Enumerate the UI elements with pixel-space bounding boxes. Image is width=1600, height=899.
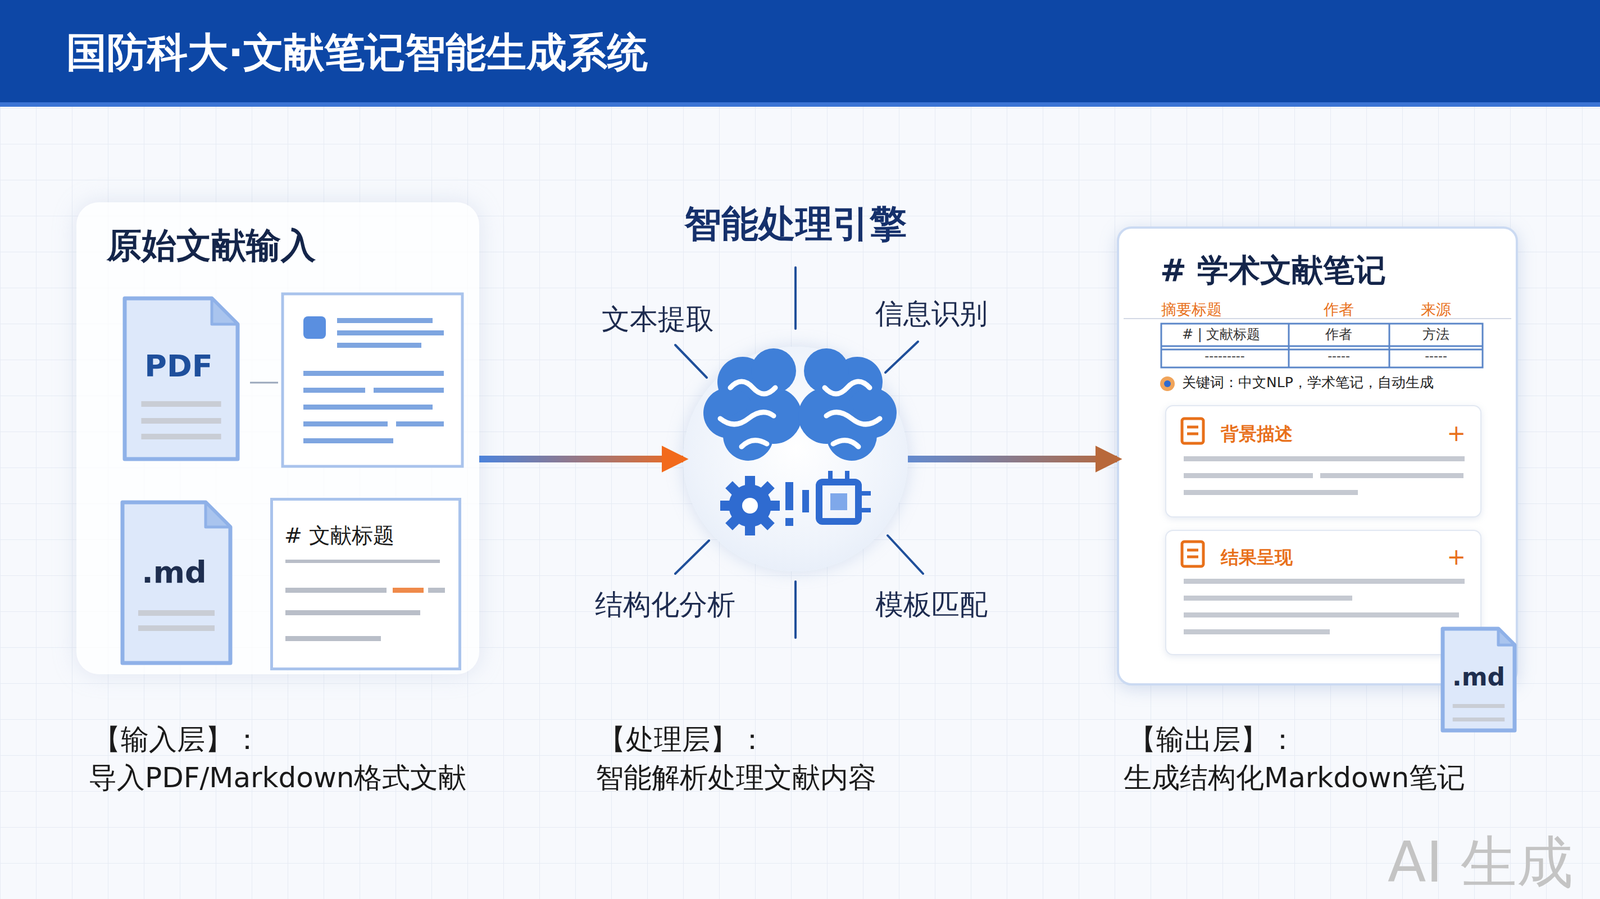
md-file-icon: .md	[1440, 626, 1517, 733]
preview-lines	[303, 317, 444, 444]
pdf-file-icon: PDF	[122, 296, 240, 462]
table-header: 作者	[1323, 300, 1354, 319]
file-fold	[1498, 628, 1515, 645]
table-cell: -----	[1327, 348, 1350, 364]
text-bar	[138, 625, 215, 631]
table-header: 来源	[1420, 300, 1452, 319]
keywords: 关键词：中文NLP，学术笔记，自动生成	[1182, 374, 1434, 392]
layer-name: 【输入层】：	[92, 722, 262, 757]
text-bar	[1452, 717, 1505, 722]
table-cell: # | 文献标题	[1182, 326, 1261, 343]
flow-arrow	[907, 455, 1117, 463]
panel-heading: 原始文献输入	[106, 224, 316, 267]
title-bar	[0, 0, 1600, 107]
flow-arrow	[479, 455, 684, 463]
file-body	[124, 298, 238, 459]
step-label: 文本提取	[601, 302, 715, 336]
keyword-icon	[1160, 376, 1175, 392]
text-bar	[141, 401, 221, 407]
table-cell: 方法	[1422, 326, 1450, 343]
header-rule	[1123, 317, 1512, 320]
doc-heading: # 文献标题	[284, 523, 395, 549]
watermark: AI 生成	[1387, 828, 1574, 897]
text-bar	[141, 417, 221, 424]
section-card: 结果呈现 +	[1165, 529, 1482, 656]
step-label: 模板匹配	[875, 587, 988, 622]
title-bar-stripe	[0, 102, 1600, 107]
file-type: PDF	[144, 348, 213, 385]
file-body	[122, 502, 231, 663]
file-type: .md	[1452, 662, 1506, 693]
text-bar	[141, 433, 221, 440]
expand-sign: +	[1446, 419, 1466, 447]
expand-sign: +	[1446, 543, 1466, 571]
table-cell: 作者	[1325, 326, 1353, 343]
layer-name: 【处理层】：	[597, 722, 767, 757]
file-type: .md	[141, 554, 207, 592]
document-preview	[282, 293, 463, 467]
document-preview: # 文献标题	[270, 497, 462, 671]
title-text: 国防科大·文献笔记智能生成系统	[66, 28, 648, 77]
table-cell: -----	[1424, 348, 1448, 364]
preview-block	[303, 316, 326, 339]
gear-icon	[720, 475, 780, 536]
layer-description: 智能解析处理文献内容	[595, 760, 877, 795]
file-fold	[211, 298, 238, 325]
step-label: 信息识别	[875, 296, 988, 331]
layer-description: 生成结构化Markdown笔记	[1123, 760, 1466, 795]
layer-description: 导入PDF/Markdown格式文献	[88, 760, 467, 795]
file-body	[1442, 628, 1515, 731]
text-bar	[1452, 703, 1505, 708]
layer-name: 【输出层】：	[1128, 722, 1297, 757]
file-fold	[205, 502, 231, 527]
card-title: 结果呈现	[1220, 546, 1293, 568]
step-label: 结构化分析	[594, 587, 736, 622]
leader-line	[250, 382, 279, 384]
card-title: 背景描述	[1220, 423, 1293, 445]
text-bar	[138, 610, 215, 616]
engine-heading: 智能处理引擎	[684, 201, 907, 247]
panel-heading: # 学术文献笔记	[1160, 251, 1386, 289]
md-file-icon: .md	[120, 500, 233, 666]
table-cell: ---------	[1204, 348, 1245, 364]
table-header: 摘要标题	[1161, 300, 1222, 319]
